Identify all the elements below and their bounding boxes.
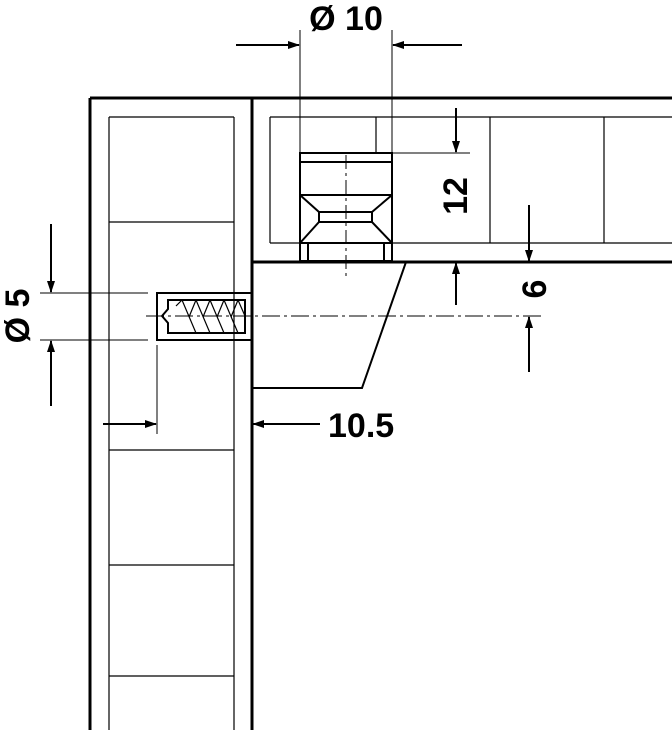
cam-housing: [299, 152, 393, 280]
distance-105-label: 10.5: [328, 407, 394, 445]
dim-offset-6: 6: [452, 205, 554, 372]
offset-6-label: 6: [516, 280, 554, 299]
diameter-top-label: Ø 10: [309, 0, 383, 38]
diameter-left-label: Ø 5: [0, 289, 37, 344]
dim-diameter-10: Ø 10: [236, 0, 462, 153]
dim-height-12: 12: [392, 108, 475, 215]
dim-distance-105: 10.5: [103, 345, 394, 445]
height-12-label: 12: [437, 177, 475, 215]
threaded-bolt: [146, 292, 545, 341]
left-panel: [88, 96, 254, 730]
dim-diameter-5: Ø 5: [0, 224, 148, 406]
connector-housing: [252, 261, 408, 389]
